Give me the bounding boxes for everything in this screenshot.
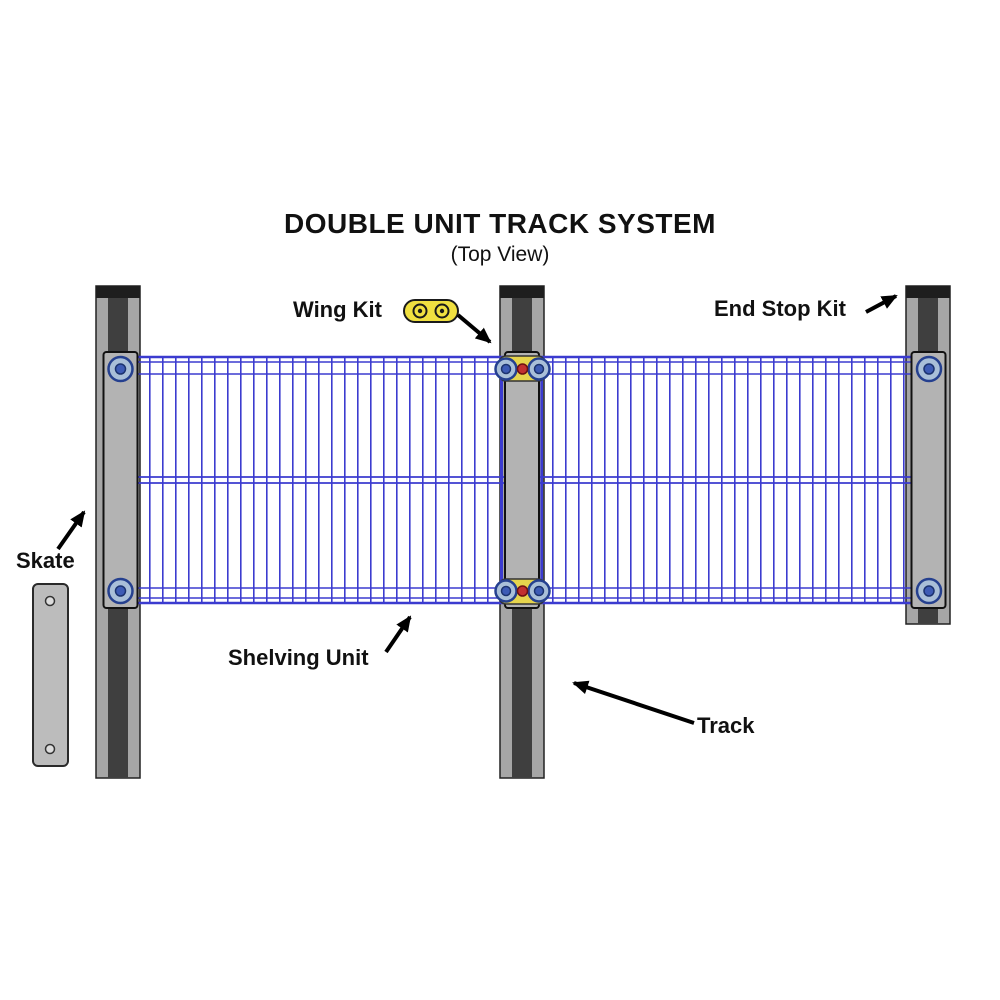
skate-arrow [56,510,86,551]
wing-kit-label: Wing Kit [293,297,382,322]
diagram-subtitle: (Top View) [450,243,550,266]
caster-collars [107,355,943,605]
callout-arrows [56,294,898,725]
shelving-unit-label: Shelving Unit [228,645,369,670]
post-pad-left [102,351,139,609]
end-stop-kit-label: End Stop Kit [714,296,846,321]
bolt-bottom-middle [516,585,529,597]
wing-kit-arrow [456,313,492,344]
post-pad-right [910,351,947,609]
caster-bottom-middle-right [527,579,551,603]
caster-bottom-middle-left [494,579,518,603]
caster-top-left [107,355,134,383]
caster-top-middle-left [494,357,518,381]
wing-kit-icon [403,299,459,323]
skate-label: Skate [16,548,75,573]
caster-bottom-left [107,577,134,605]
caster-bottom-right [915,577,943,605]
skate-shape [32,583,69,767]
caster-top-middle-right [527,357,551,381]
shelving-unit-arrow [384,615,412,654]
diagram-title: DOUBLE UNIT TRACK SYSTEM [284,208,716,239]
track-label: Track [697,713,755,738]
post-pad-middle [504,351,540,609]
track-arrow [572,680,695,725]
end-stop-kit-arrow [865,294,898,314]
bolt-top-middle [516,363,529,375]
caster-top-right [915,355,943,383]
